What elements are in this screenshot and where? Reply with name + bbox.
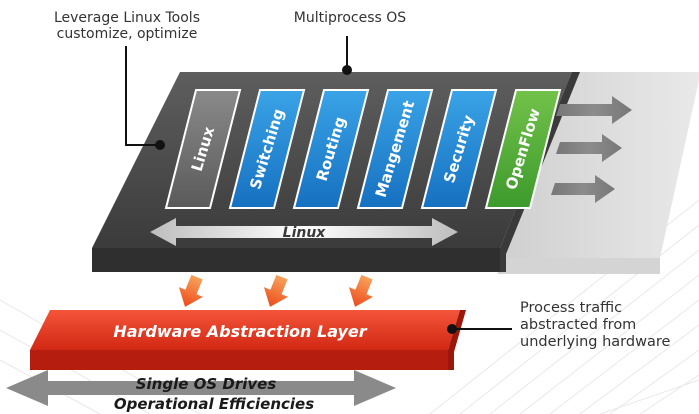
platform-front	[92, 248, 500, 272]
bottom-arrow-shape	[6, 370, 396, 406]
module-routing: Routing	[292, 89, 370, 209]
callout-multiprocess-os-text: Multiprocess OS	[293, 10, 407, 26]
callout-multiprocess-os: Multiprocess OS	[270, 10, 430, 26]
bottom-double-arrow: Single OS Drives Operational Efficiencie…	[6, 370, 396, 413]
bottom-text-line2: Operational Efficiencies	[114, 395, 314, 413]
output-arrow-1	[556, 96, 632, 124]
module-block	[228, 89, 306, 209]
module-block	[484, 89, 562, 209]
hal-side	[448, 310, 466, 370]
orange-arrow-2	[263, 274, 289, 307]
callout-traffic-line1: Process traffic	[520, 300, 623, 316]
module-block	[420, 89, 498, 209]
callout-lines	[125, 36, 512, 330]
hal-bar: Hardware Abstraction Layer	[30, 310, 466, 370]
callout-dot-traffic	[447, 324, 457, 334]
callout-dots	[155, 65, 457, 334]
callout-process-traffic: Process traffic abstracted from underlyi…	[520, 300, 696, 351]
callout-linux-tools-line1: Leverage Linux Tools	[53, 10, 200, 26]
orange-arrow-3	[348, 274, 374, 307]
platform-label: Linux	[283, 225, 327, 241]
output-arrow-2	[556, 134, 622, 162]
callout-traffic-line2: abstracted from	[520, 317, 637, 333]
orange-arrow-1	[178, 274, 204, 307]
module-linux: Linux	[164, 89, 242, 209]
module-openflow: OpenFlow	[484, 89, 562, 209]
hal-top	[30, 310, 460, 350]
callout-dot-linux	[155, 140, 165, 150]
orange-arrows	[178, 274, 374, 307]
callout-line-linux-tools	[125, 46, 160, 146]
hal-front	[30, 350, 448, 370]
module-block	[164, 89, 242, 209]
linux-double-arrow: Linux	[150, 218, 458, 246]
module-block	[292, 89, 370, 209]
callout-traffic-line3: underlying hardware	[520, 334, 671, 350]
bottom-text-line1: Single OS Drives	[136, 375, 277, 393]
module-security: Security	[420, 89, 498, 209]
callout-linux-tools: Leverage Linux Tools customize, optimize	[12, 10, 242, 42]
callout-linux-tools-line2: customize, optimize	[56, 26, 198, 42]
output-arrow-3	[551, 175, 615, 203]
hal-label: Hardware Abstraction Layer	[113, 322, 367, 341]
output-arrows	[551, 96, 632, 203]
platform-light-edge	[498, 258, 660, 274]
callout-dot-multiprocess	[342, 65, 352, 75]
module-switching: Switching	[228, 89, 306, 209]
module-block	[356, 89, 434, 209]
